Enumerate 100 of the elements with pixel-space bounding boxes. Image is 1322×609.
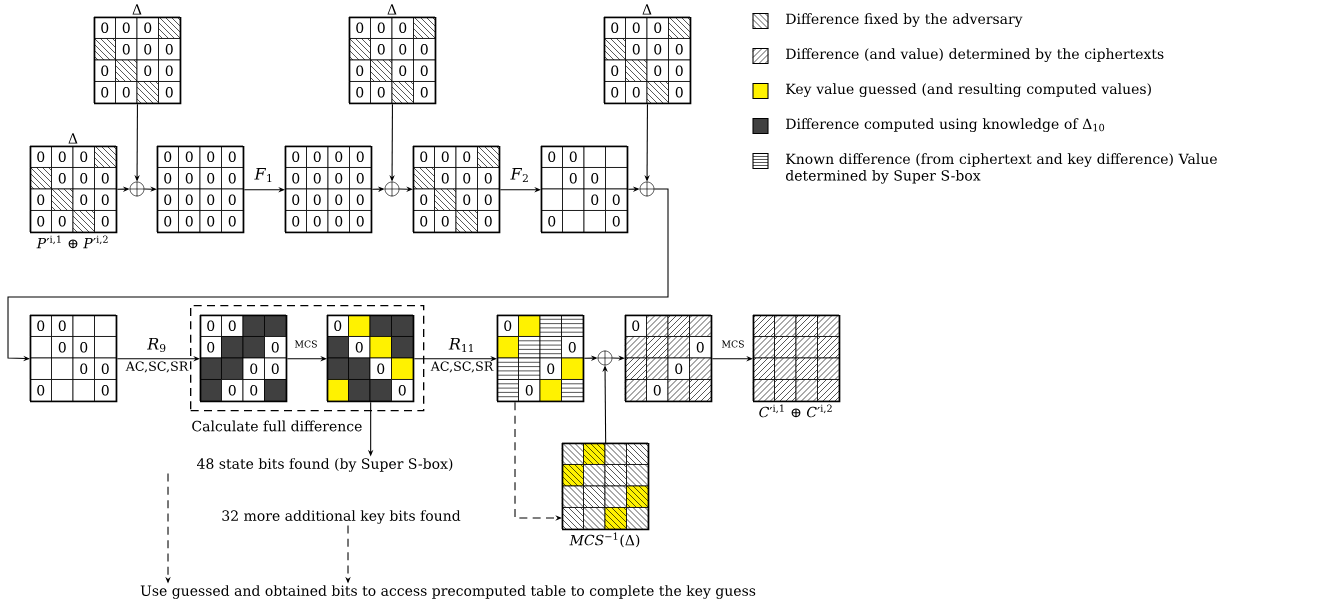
cell-value: 0 <box>356 65 364 77</box>
cell-value: 0 <box>632 22 640 34</box>
cell-value: 0 <box>420 194 428 206</box>
cell-value: 0 <box>37 320 45 332</box>
cell-value: 0 <box>591 172 599 184</box>
cell-value: 0 <box>37 194 45 206</box>
cell-value: 0 <box>569 172 577 184</box>
cell-value: 0 <box>271 341 279 353</box>
cell-value: 0 <box>335 215 343 227</box>
cell-value: 0 <box>37 151 45 163</box>
legend-text: Known difference (from ciphertext and key difference) Value determined by Super S-box <box>785 153 1217 184</box>
legend-text: Difference (and value) determined by the ciphertexts <box>786 48 1164 62</box>
cell-value: 0 <box>80 363 88 375</box>
grid-caption: P′$^{i,1}$ ⊕ P′$^{i,2}$ <box>36 235 108 249</box>
edge-label: F$_{1}$ <box>254 167 272 183</box>
cell-value: 0 <box>185 151 193 163</box>
cell-value: 0 <box>228 172 236 184</box>
cell-value: 0 <box>228 215 236 227</box>
legend-text: Key value guessed (and resulting computed values) <box>786 83 1151 97</box>
cell-value: 0 <box>313 194 321 206</box>
cell-value: 0 <box>164 172 172 184</box>
cell-value: 0 <box>675 363 683 375</box>
cell-value: 0 <box>250 363 258 375</box>
cell-value: 0 <box>164 194 172 206</box>
cell-value: 0 <box>335 194 343 206</box>
cell-value: 0 <box>355 341 363 353</box>
grid-heading: Δ <box>132 4 142 15</box>
cell-value: 0 <box>37 215 45 227</box>
cell-value: 0 <box>313 151 321 163</box>
cell-value: 0 <box>569 151 577 163</box>
cell-value: 0 <box>207 341 215 353</box>
cell-value: 0 <box>164 215 172 227</box>
cell-value: 0 <box>101 215 109 227</box>
cell-value: 0 <box>504 320 512 332</box>
edge-label: F$_{2}$ <box>510 167 528 183</box>
cell-value: 0 <box>144 22 152 34</box>
xor-symbol <box>639 181 655 197</box>
cell-value: 0 <box>420 65 428 77</box>
cell-value: 0 <box>207 194 215 206</box>
cell-value: 0 <box>122 43 130 55</box>
cell-value: 0 <box>292 215 300 227</box>
cell-value: 0 <box>675 86 683 98</box>
operation-label: AC,SC,SR <box>430 361 494 373</box>
cell-value: 0 <box>185 215 193 227</box>
arrow <box>398 186 413 192</box>
cell-value: 0 <box>611 86 619 98</box>
cell-value: 0 <box>484 194 492 206</box>
cell-value: 0 <box>612 194 620 206</box>
edge-label: R$_{11}$ <box>448 337 473 353</box>
cell-value: 0 <box>398 384 406 396</box>
cell-value: 0 <box>568 341 576 353</box>
cell-value: 0 <box>164 151 172 163</box>
cell-value: 0 <box>675 65 683 77</box>
operation-label: AC,SC,SR <box>125 361 189 373</box>
cell-value: 0 <box>165 43 173 55</box>
cell-value: 0 <box>591 194 599 206</box>
cell-value: 0 <box>441 151 449 163</box>
note-text: 48 state bits found (by Super S-box) <box>195 456 455 474</box>
cell-value: 0 <box>101 384 109 396</box>
cell-value: 0 <box>58 151 66 163</box>
cell-value: 0 <box>122 86 130 98</box>
cell-value: 0 <box>80 194 88 206</box>
cell-value: 0 <box>612 215 620 227</box>
cell-value: 0 <box>313 215 321 227</box>
cell-value: 0 <box>185 172 193 184</box>
cell-value: 0 <box>101 65 109 77</box>
cell-value: 0 <box>228 194 236 206</box>
arrow <box>611 355 625 361</box>
cell-value: 0 <box>334 320 342 332</box>
cell-value: 0 <box>101 172 109 184</box>
xor-symbol <box>129 181 145 197</box>
cell-value: 0 <box>654 65 662 77</box>
cell-value: 0 <box>548 151 556 163</box>
edge-label: R$_{9}$ <box>147 337 166 353</box>
cell-value: 0 <box>228 151 236 163</box>
cell-value: 0 <box>335 151 343 163</box>
cell-value: 0 <box>58 172 66 184</box>
cell-value: 0 <box>548 215 556 227</box>
cell-value: 0 <box>122 22 130 34</box>
cell-value: 0 <box>356 151 364 163</box>
note-text: Use guessed and obtained bits to access precomputed table to complete the key guess <box>138 583 758 601</box>
cell-value: 0 <box>675 43 683 55</box>
cell-value: 0 <box>165 65 173 77</box>
cell-value: 0 <box>207 215 215 227</box>
cell-value: 0 <box>207 151 215 163</box>
cell-value: 0 <box>80 341 88 353</box>
edge-label: MCS <box>721 340 744 348</box>
cell-value: 0 <box>611 65 619 77</box>
cell-value: 0 <box>144 43 152 55</box>
cell-value: 0 <box>207 172 215 184</box>
grid-caption: C′$^{i,1}$ ⊕ C′$^{i,2}$ <box>759 404 832 418</box>
cell-value: 0 <box>37 384 45 396</box>
grid-heading: Δ <box>68 133 78 144</box>
cell-value: 0 <box>463 194 471 206</box>
cell-value: 0 <box>420 86 428 98</box>
cell-value: 0 <box>463 151 471 163</box>
grid-heading: Δ <box>387 4 397 15</box>
cell-value: 0 <box>292 194 300 206</box>
cell-value: 0 <box>58 320 66 332</box>
cell-value: 0 <box>696 341 704 353</box>
